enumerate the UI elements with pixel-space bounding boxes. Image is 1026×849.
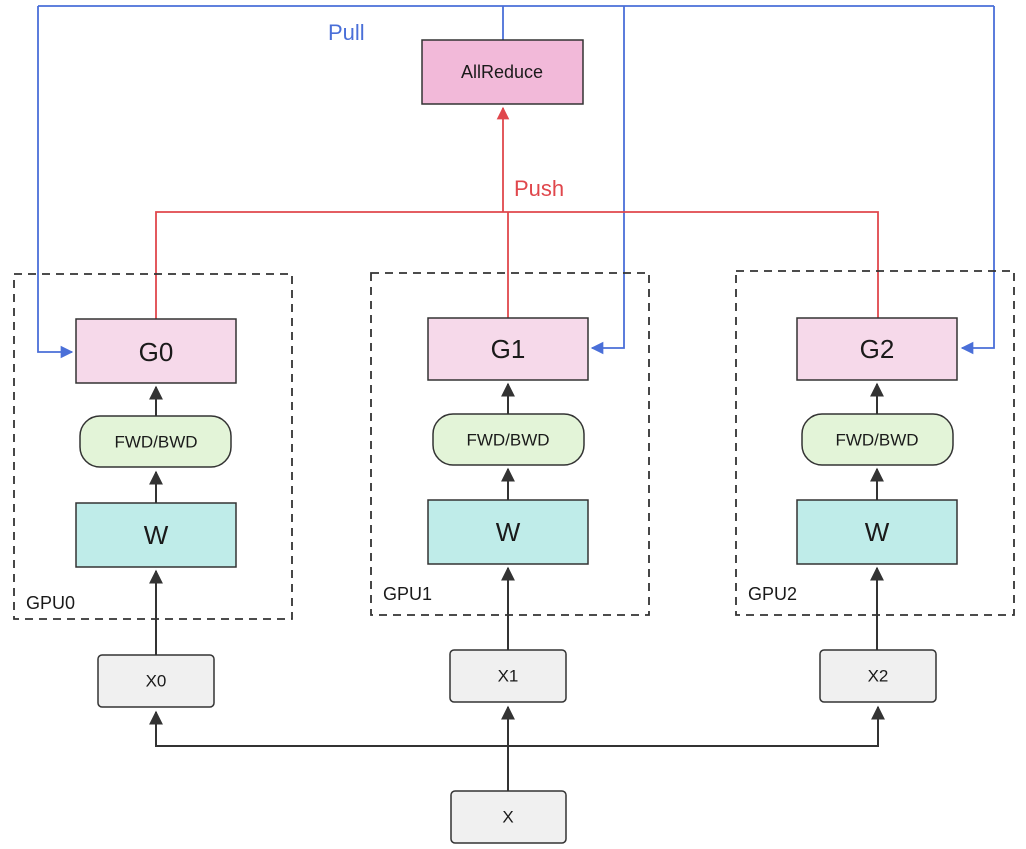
pull-to-g0: [37, 6, 74, 359]
g0-node: [75, 318, 237, 384]
x2-label: X2: [868, 667, 889, 686]
fwd-bwd-2-node: [801, 413, 954, 466]
x0-node: [97, 654, 215, 708]
gpu1-label: GPU1: [383, 584, 432, 604]
gpu0-container: [13, 273, 293, 620]
g2-label: G2: [860, 334, 895, 364]
gpu1-column: G1 FWD/BWD W X1: [427, 317, 589, 703]
push-label: Push: [514, 176, 564, 201]
gpu2-container: [735, 270, 1015, 616]
push-from-g0: [155, 211, 503, 319]
x0-label: X0: [146, 672, 167, 691]
gpu2-label: GPU2: [748, 584, 797, 604]
w1-label: W: [496, 517, 521, 547]
w0-label: W: [144, 520, 169, 550]
input-split-edges: [149, 705, 885, 791]
w2-label: W: [865, 517, 890, 547]
pull-label: Pull: [328, 20, 365, 45]
g2-node: [796, 317, 958, 381]
x1-node: [449, 649, 567, 703]
gpu1-container: [370, 272, 650, 616]
fwd-bwd-0-node: [79, 415, 232, 468]
g1-label: G1: [491, 334, 526, 364]
x1-label: X1: [498, 667, 519, 686]
fwd-bwd-0-label: FWD/BWD: [114, 433, 197, 452]
pull-edges: [37, 5, 995, 359]
w0-node: [75, 502, 237, 568]
input-x-node: X: [450, 790, 567, 844]
gpu2-column: G2 FWD/BWD W X2: [796, 317, 958, 703]
g1-node: [427, 317, 589, 381]
allreduce-label: AllReduce: [461, 62, 543, 82]
w1-node: [427, 499, 589, 565]
w2-node: [796, 499, 958, 565]
gpu0-column: G0 FWD/BWD W X0: [75, 318, 237, 708]
push-from-g2: [503, 211, 879, 319]
fwd-bwd-1-node: [432, 413, 585, 466]
allreduce-node: AllReduce: [421, 39, 584, 105]
fwd-bwd-1-label: FWD/BWD: [466, 431, 549, 450]
pull-to-g2: [960, 6, 995, 355]
fwd-bwd-2-label: FWD/BWD: [835, 431, 918, 450]
pull-to-g1: [590, 6, 625, 355]
x2-node: [819, 649, 937, 703]
gpu0-label: GPU0: [26, 593, 75, 613]
input-x-label: X: [502, 808, 513, 827]
g0-label: G0: [139, 337, 174, 367]
push-edges: [155, 106, 879, 319]
